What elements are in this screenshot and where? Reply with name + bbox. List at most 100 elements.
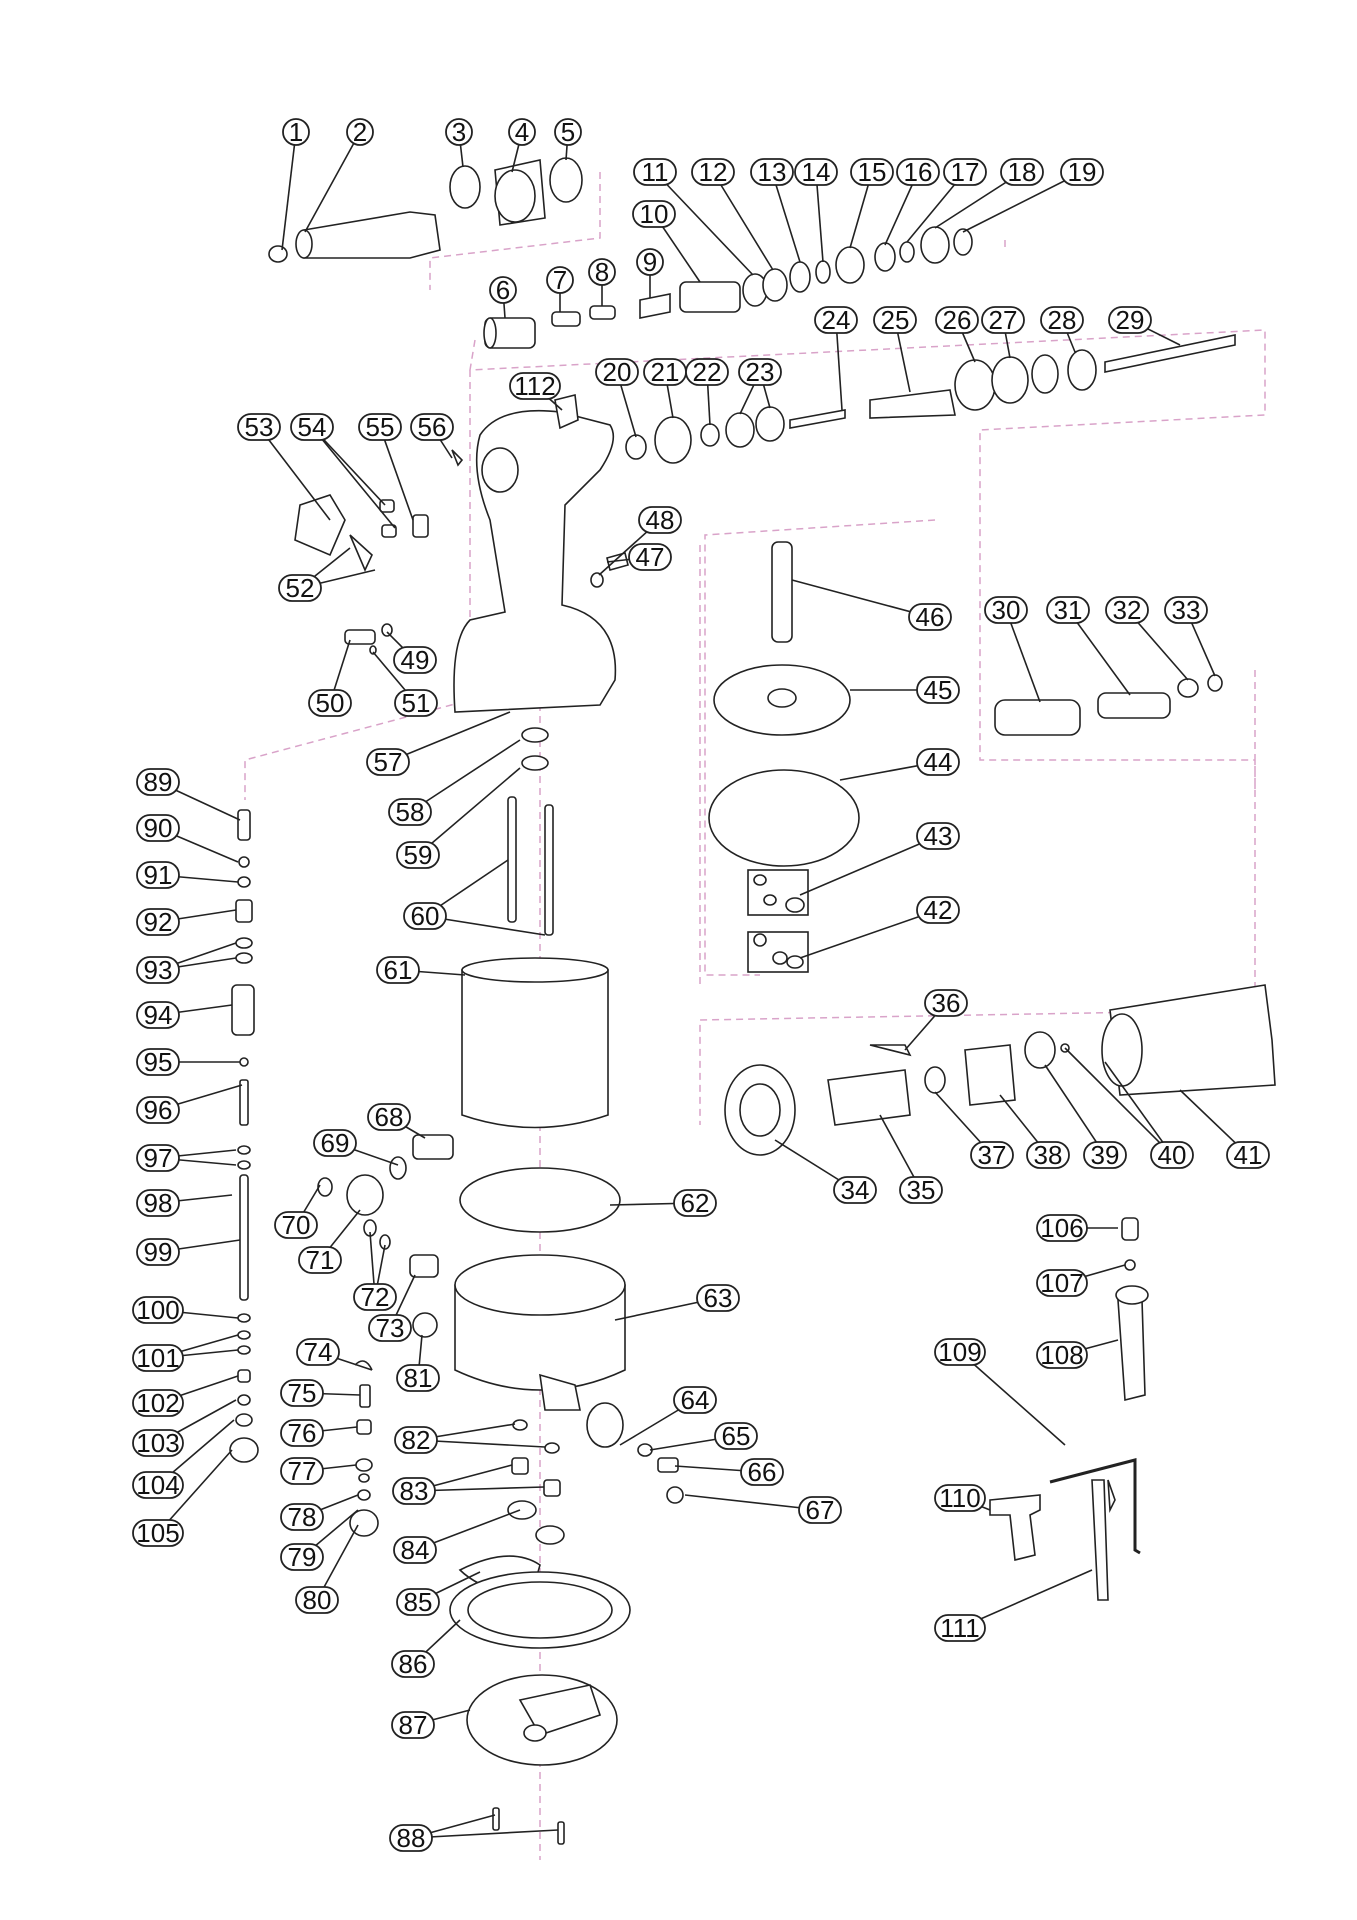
callout-29: 29 xyxy=(1108,305,1152,335)
callout-26: 26 xyxy=(935,305,979,335)
callout-number: 35 xyxy=(907,1175,936,1205)
callout-number: 56 xyxy=(418,412,447,442)
callout-63: 63 xyxy=(696,1283,740,1313)
callout-94: 94 xyxy=(136,1000,180,1030)
callout-number: 77 xyxy=(288,1456,317,1486)
callout-number: 83 xyxy=(400,1476,429,1506)
callout-number: 98 xyxy=(144,1188,173,1218)
callout-40: 40 xyxy=(1150,1140,1194,1170)
callout-bubble xyxy=(280,1543,324,1571)
callout-bubble xyxy=(970,1141,1014,1169)
callout-number: 46 xyxy=(916,602,945,632)
callout-number: 81 xyxy=(404,1363,433,1393)
callout-bubble xyxy=(403,902,447,930)
callout-bubble xyxy=(1036,1341,1088,1369)
callout-number: 5 xyxy=(561,117,575,147)
callout-65: 65 xyxy=(714,1421,758,1451)
callout-86: 86 xyxy=(391,1649,435,1679)
callout-bubble xyxy=(1105,596,1149,624)
callout-19: 19 xyxy=(1060,157,1104,187)
callout-number: 17 xyxy=(951,157,980,187)
callout-bubble xyxy=(132,1429,184,1457)
callout-number: 67 xyxy=(806,1495,835,1525)
callout-number: 54 xyxy=(298,412,327,442)
callout-number: 63 xyxy=(704,1283,733,1313)
callout-bubble xyxy=(633,158,677,186)
callout-48: 48 xyxy=(638,505,682,535)
callout-81: 81 xyxy=(396,1363,440,1393)
leader-line-2 xyxy=(304,131,361,233)
callout-number: 12 xyxy=(699,157,728,187)
callout-number: 27 xyxy=(989,305,1018,335)
callout-82: 82 xyxy=(394,1425,438,1455)
guide-lines xyxy=(244,172,1266,1860)
callout-bubble xyxy=(934,1614,986,1642)
callout-50: 50 xyxy=(308,688,352,718)
leader-line-24 xyxy=(835,319,843,411)
callout-number: 29 xyxy=(1116,305,1145,335)
callout-2: 2 xyxy=(346,117,374,147)
callout-61: 61 xyxy=(376,955,420,985)
callout-number: 94 xyxy=(144,1000,173,1030)
callout-bubble xyxy=(290,413,334,441)
callout-bubble xyxy=(346,118,374,146)
leader-line-67 xyxy=(684,1494,821,1511)
callout-bubble xyxy=(368,1314,412,1342)
callout-16: 16 xyxy=(896,157,940,187)
callout-number: 102 xyxy=(136,1388,179,1418)
callout-bubble xyxy=(298,1246,342,1274)
callout-bubble xyxy=(691,158,735,186)
callout-number: 112 xyxy=(514,371,555,401)
callout-bubble xyxy=(916,676,960,704)
callout-bubble xyxy=(588,258,616,286)
callout-18: 18 xyxy=(1000,157,1044,187)
callout-number: 44 xyxy=(924,747,953,777)
callout-bubble xyxy=(132,1519,184,1547)
callout-bubble xyxy=(934,1484,986,1512)
callout-bubble xyxy=(136,768,180,796)
callout-number: 87 xyxy=(399,1710,428,1740)
callout-number: 16 xyxy=(904,157,933,187)
callout-bubble xyxy=(132,1296,184,1324)
callout-number: 58 xyxy=(396,797,425,827)
callout-number: 78 xyxy=(288,1502,317,1532)
callout-bubble xyxy=(396,1588,440,1616)
callout-bubble xyxy=(366,748,410,776)
callout-72: 72 xyxy=(353,1282,397,1312)
callout-number: 51 xyxy=(402,688,431,718)
callout-number: 19 xyxy=(1068,157,1097,187)
callout-number: 107 xyxy=(1040,1268,1083,1298)
callout-bubble xyxy=(394,689,438,717)
callout-bubble xyxy=(509,372,561,400)
callout-number: 111 xyxy=(940,1613,980,1643)
callout-number: 80 xyxy=(303,1585,332,1615)
callout-bubble xyxy=(738,358,782,386)
callout-number: 9 xyxy=(643,247,657,277)
callout-101: 101 xyxy=(132,1343,184,1373)
callout-number: 43 xyxy=(924,821,953,851)
callout-number: 26 xyxy=(943,305,972,335)
callout-49: 49 xyxy=(393,645,437,675)
callout-14: 14 xyxy=(794,157,838,187)
callout-bubble xyxy=(1164,596,1208,624)
parts-linework xyxy=(229,157,1276,1845)
callout-bubble xyxy=(1060,158,1104,186)
callout-number: 68 xyxy=(375,1102,404,1132)
callout-number: 101 xyxy=(136,1343,179,1373)
leader-line-14 xyxy=(815,171,824,263)
callout-number: 70 xyxy=(282,1210,311,1240)
leader-line-39 xyxy=(1044,1064,1106,1156)
callout-28: 28 xyxy=(1040,305,1084,335)
callout-number: 30 xyxy=(992,595,1021,625)
callout-number: 65 xyxy=(722,1421,751,1451)
callout-112: 112 xyxy=(509,371,561,401)
callout-bubble xyxy=(136,814,180,842)
callout-74: 74 xyxy=(296,1337,340,1367)
callout-6: 6 xyxy=(489,275,517,305)
leader-line-55 xyxy=(379,426,414,521)
callout-bubble xyxy=(136,1238,180,1266)
callout-80: 80 xyxy=(295,1585,339,1615)
callout-bubble xyxy=(393,646,437,674)
callout-bubble xyxy=(353,1283,397,1311)
